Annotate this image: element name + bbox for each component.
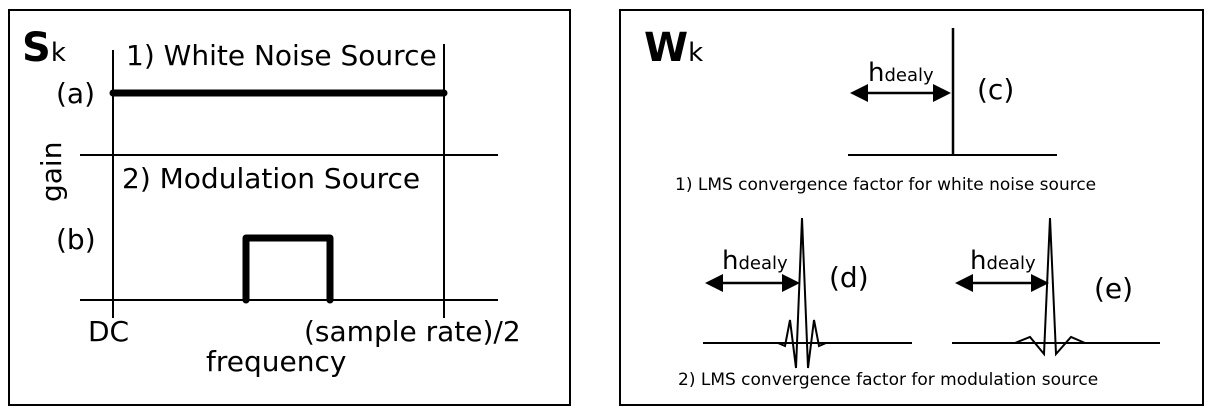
w-symbol: Wk [644, 28, 703, 68]
lms-convergence-panel [619, 9, 1204, 406]
w-symbol-subscript: k [688, 38, 704, 68]
d-delay-arrow-left-head [705, 274, 723, 292]
e-delay-sub: dealy [986, 253, 1036, 274]
e-delay-arrow-left-head [955, 274, 973, 292]
x-axis-label: frequency [206, 345, 347, 378]
d-delay-h: h [722, 246, 739, 276]
c-delay-h: h [868, 58, 885, 88]
c-delay-arrow-left-head [850, 84, 868, 102]
w-symbol-main: W [644, 25, 689, 71]
e-impulse-response [1014, 217, 1086, 357]
x-label-dc: DC [88, 315, 130, 348]
e-delay-h: h [970, 246, 987, 276]
label-d: (d) [829, 261, 869, 294]
caption-white-noise: 1) LMS convergence factor for white nois… [675, 175, 1097, 195]
s-symbol: Sk [22, 28, 66, 68]
c-delay-sub: dealy [884, 65, 934, 86]
modulation-title: 2) Modulation Source [118, 165, 425, 193]
d-delay-label: hdealy [722, 248, 788, 274]
white-noise-title: 1) White Noise Source [122, 42, 441, 70]
label-e: (e) [1094, 272, 1134, 305]
e-delay-arrow-right-head [1031, 274, 1049, 292]
d-delay-sub: dealy [738, 253, 788, 274]
y-axis-label: gain [35, 141, 68, 202]
s-symbol-subscript: k [50, 38, 66, 68]
s-symbol-main: S [22, 25, 51, 71]
c-delay-arrow-right-head [933, 84, 951, 102]
modulation-band-spectrum [242, 234, 334, 304]
c-delay-label: hdealy [868, 60, 934, 86]
x-label-nyquist: (sample rate)/2 [304, 315, 521, 348]
source-spectrum-panel [8, 9, 571, 406]
label-b: (b) [56, 223, 96, 256]
caption-modulation: 2) LMS convergence factor for modulation… [678, 370, 1099, 390]
e-delay-label: hdealy [970, 248, 1036, 274]
d-impulse-response [777, 217, 827, 369]
label-a: (a) [56, 77, 96, 110]
d-delay-arrow-right-head [782, 274, 800, 292]
label-c: (c) [977, 73, 1015, 106]
